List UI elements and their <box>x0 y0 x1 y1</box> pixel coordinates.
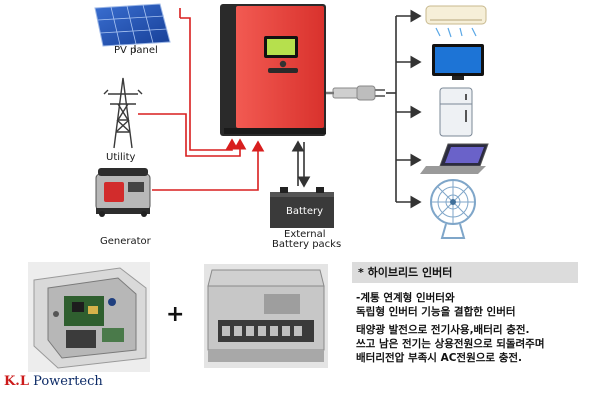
pv-panel-label: PV panel <box>114 45 158 56</box>
info-line-4: 쓰고 남은 전기는 상용전원으로 되돌려주며 <box>356 338 545 350</box>
control-board-photo <box>28 262 150 372</box>
inverter-unit-photo <box>204 264 328 368</box>
utility-label: Utility <box>106 152 136 163</box>
plug-icon <box>326 85 385 101</box>
refrigerator-icon <box>439 87 473 137</box>
inverter-icon <box>220 4 326 136</box>
info-line-1: -계통 연계형 인버터와 <box>356 292 455 304</box>
system-diagram <box>94 3 489 239</box>
info-line-5: 배터리전압 부족시 AC전원으로 충전. <box>356 352 523 364</box>
battery-icon <box>270 187 334 228</box>
solar-panel-icon <box>94 3 171 52</box>
fan-icon <box>430 179 476 239</box>
external-battery-label-line2: Battery packs <box>272 239 342 250</box>
laptop-icon <box>420 143 489 174</box>
brand-name: Powertech <box>33 374 103 389</box>
power-tower-icon <box>103 77 143 149</box>
external-battery-label-line1: External <box>284 229 326 240</box>
info-line-3: 태양광 발전으로 전기사용,배터리 충전. <box>356 324 530 336</box>
info-line-2: 독립형 인버터 기능을 결합한 인버터 <box>356 306 516 318</box>
tv-icon <box>432 44 484 80</box>
company-brand: K.L Powertech <box>4 374 103 389</box>
plus-sign: + <box>166 302 185 327</box>
air-conditioner-icon <box>425 5 487 38</box>
generator-label: Generator <box>100 236 151 247</box>
info-title: * 하이브리드 인버터 <box>352 262 578 283</box>
battery-label: Battery <box>286 206 324 217</box>
brand-kl: K.L <box>4 374 29 389</box>
generator-icon <box>95 168 151 217</box>
